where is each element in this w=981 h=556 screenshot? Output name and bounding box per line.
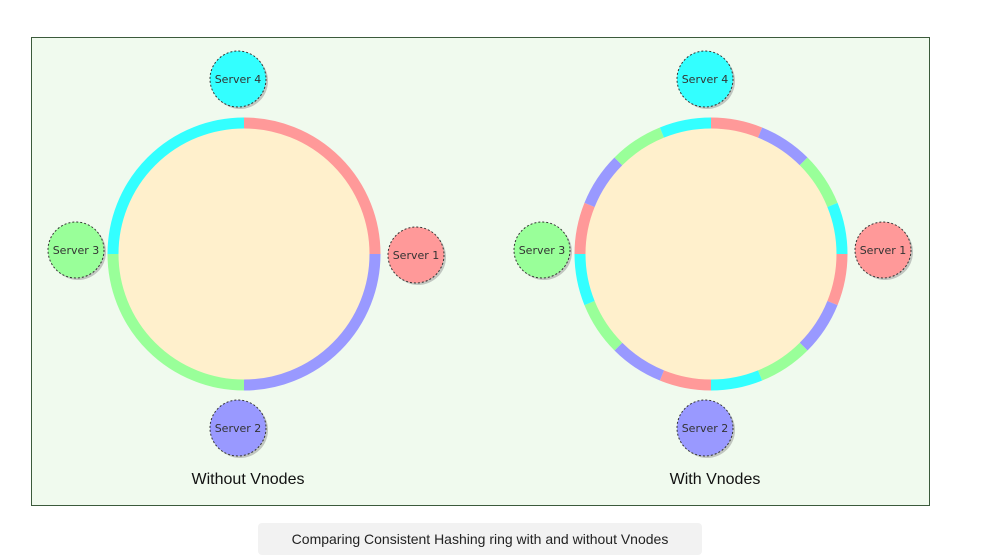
server-node-s3: Server 3	[513, 221, 572, 280]
server-node-s4: Server 4	[676, 50, 735, 109]
ring-arc-s4	[827, 202, 848, 255]
server-node-label: Server 1	[393, 249, 440, 262]
server-node-s3: Server 3	[47, 221, 106, 280]
ring-arc-s1	[243, 117, 381, 255]
ring-title-layer: Without Vnodes With Vnodes	[192, 471, 761, 488]
server-node-circle	[387, 226, 445, 284]
ring-arc-s3	[757, 342, 808, 381]
ring-arc-s4	[710, 370, 763, 391]
ring-arc-s1	[659, 370, 712, 391]
server-node-s4: Server 4	[209, 50, 268, 109]
hash-ring-1	[107, 117, 381, 391]
ring-arc-s1	[710, 117, 763, 138]
server-node-circle	[676, 399, 734, 457]
server-node-s2: Server 2	[209, 399, 268, 458]
ring-arc-s2	[614, 342, 665, 381]
ring-interior	[580, 123, 842, 385]
ring-arc-s4	[574, 253, 595, 306]
server-node-circle	[676, 50, 734, 108]
server-node-circle	[209, 399, 267, 457]
hash-ring-2	[574, 117, 848, 391]
ring-arc-s2	[799, 300, 838, 351]
figure-caption: Comparing Consistent Hashing ring with a…	[258, 523, 702, 555]
server-node-layer: Server 1 Server 2 Server 3 Server 4 Server 1…	[47, 50, 913, 458]
ring-arc-s1	[827, 253, 848, 306]
server-node-label: Server 2	[215, 422, 262, 435]
ring-arc-s2	[243, 253, 381, 391]
server-node-circle	[513, 221, 571, 279]
ring-arc-s2	[757, 127, 808, 166]
ring-arc-s2	[584, 157, 623, 208]
server-node-label: Server 3	[53, 244, 100, 257]
server-node-label: Server 4	[215, 73, 262, 86]
ring-interior	[113, 123, 375, 385]
server-node-label: Server 2	[682, 422, 729, 435]
ring-arc-s3	[614, 127, 665, 166]
consistent-hashing-diagram: Server 1 Server 2 Server 3 Server 4 Server 1…	[31, 37, 930, 506]
ring-title: Without Vnodes	[192, 471, 305, 488]
server-node-circle	[47, 221, 105, 279]
server-node-s2: Server 2	[676, 399, 735, 458]
server-node-label: Server 4	[682, 73, 729, 86]
ring-arc-s3	[584, 300, 623, 351]
ring-arc-s3	[107, 253, 245, 391]
server-node-circle	[854, 221, 912, 279]
ring-arc-s4	[107, 117, 245, 255]
ring-arc-s4	[659, 117, 712, 138]
server-node-s1: Server 1	[854, 221, 913, 280]
caption-text: Comparing Consistent Hashing ring with a…	[291, 531, 669, 547]
ring-layer	[107, 117, 848, 391]
server-node-circle	[209, 50, 267, 108]
server-node-s1: Server 1	[387, 226, 446, 285]
ring-title: With Vnodes	[670, 471, 761, 488]
ring-arc-s1	[574, 202, 595, 255]
server-node-label: Server 3	[519, 244, 566, 257]
ring-arc-s3	[799, 157, 838, 208]
server-node-label: Server 1	[860, 244, 907, 257]
